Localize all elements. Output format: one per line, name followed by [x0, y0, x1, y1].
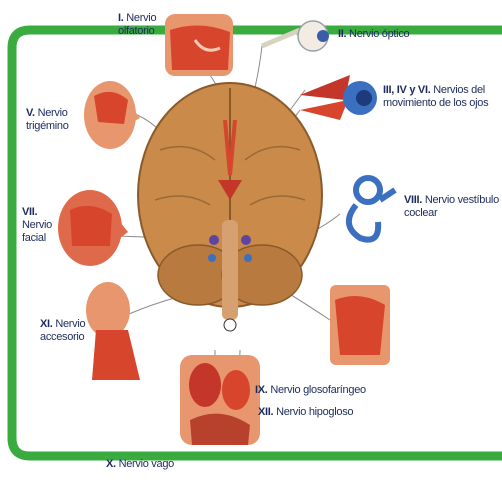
label-trigeminal-line2: trigémino [26, 120, 69, 133]
label-accessory-num: XI. [40, 318, 53, 330]
facial-head-illustration [58, 190, 128, 266]
label-hypoglossal-num: XII. [258, 406, 273, 418]
label-vestibulocochlear-num: VIII. [404, 194, 422, 206]
label-hypoglossal-text: Nervio hipogloso [276, 406, 353, 418]
label-glossopharyngeal-num: IX. [255, 384, 268, 396]
label-facial-line1: Nervio [22, 219, 52, 232]
label-olfactory-line2: olfatorio [118, 25, 156, 38]
label-hypoglossal: XII. Nervio hipogloso [258, 406, 353, 419]
label-vestibulocochlear: VIII. Nervio vestíbulo coclear [404, 194, 499, 220]
label-optic-text: Nervio óptico [349, 28, 409, 40]
label-facial-num: VII. [22, 206, 52, 219]
label-trigeminal-num: V. [26, 107, 35, 119]
label-glossopharyngeal: IX. Nervio glosofaríngeo [255, 384, 366, 397]
label-facial-line2: facial [22, 232, 52, 245]
trigeminal-head-illustration [84, 81, 140, 149]
throat-illustration [330, 285, 390, 365]
label-optic: II. Nervio óptico [338, 28, 409, 41]
label-facial: VII. Nervio facial [22, 206, 52, 245]
olfactory-illustration [165, 14, 233, 76]
label-vagus-text: Nervio vago [119, 458, 174, 470]
torso-organs-illustration [180, 355, 260, 445]
label-vestibulocochlear-line2: coclear [404, 207, 499, 220]
label-accessory: XI. Nervio accesorio [40, 318, 85, 344]
label-olfactory-line1: Nervio [126, 12, 156, 24]
label-optic-num: II. [338, 28, 346, 40]
label-trigeminal: V. Nervio trigémino [26, 107, 69, 133]
accessory-neck-illustration [86, 282, 140, 380]
label-eye-movement-line1: Nervios del [433, 84, 485, 96]
eye-muscles-illustration [300, 75, 377, 120]
brain-illustration [138, 83, 322, 331]
label-eye-movement: III, IV y VI. Nervios del movimiento de … [383, 84, 488, 110]
label-vagus: X. Nervio vago [106, 458, 174, 471]
label-eye-movement-line2: movimiento de los ojos [383, 97, 488, 110]
label-glossopharyngeal-text: Nervio glosofaríngeo [270, 384, 366, 396]
label-accessory-line2: accesorio [40, 331, 85, 344]
label-trigeminal-line1: Nervio [38, 107, 68, 119]
label-olfactory-num: I. [118, 12, 124, 24]
label-accessory-line1: Nervio [55, 318, 85, 330]
label-olfactory: I. Nervio olfatorio [118, 12, 156, 38]
label-vagus-num: X. [106, 458, 116, 470]
label-vestibulocochlear-line1: Nervio vestíbulo [425, 194, 499, 206]
inner-ear-illustration [349, 178, 395, 240]
label-eye-movement-num: III, IV y VI. [383, 84, 430, 96]
